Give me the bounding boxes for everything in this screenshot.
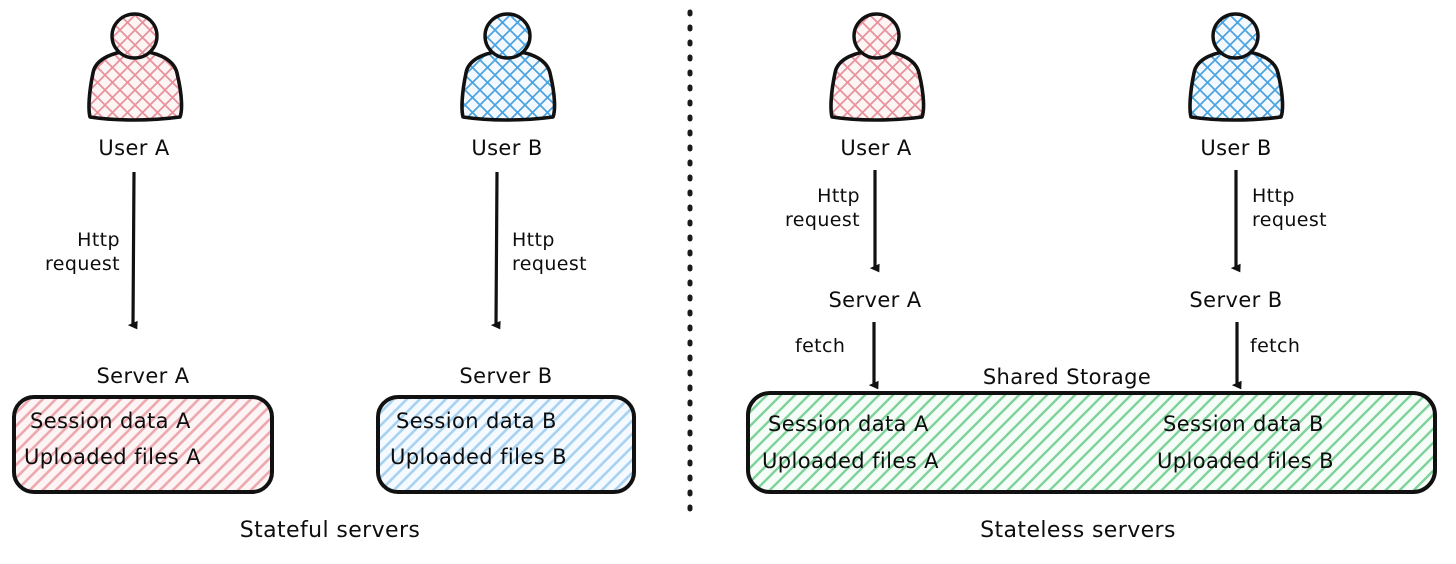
person-icon-user-a-right bbox=[829, 12, 926, 122]
edge-label-line2: request bbox=[784, 209, 860, 232]
person-icon-user-a-left bbox=[87, 12, 184, 122]
shared-storage-a-line1: Session data A bbox=[768, 412, 929, 436]
edge-label-http-request-a-right: Http request bbox=[742, 184, 860, 233]
server-a-box-line2: Uploaded files A bbox=[24, 445, 201, 469]
caption-stateful-servers: Stateful servers bbox=[239, 518, 421, 543]
edge-label-line2: request bbox=[44, 253, 120, 276]
edge-label-line1: Http bbox=[1252, 185, 1295, 207]
edge-label-line1: Http bbox=[77, 229, 120, 251]
shared-storage-box bbox=[746, 391, 1437, 494]
arrow-user-b-to-server-b bbox=[490, 171, 501, 330]
person-icon-user-b-right bbox=[1188, 12, 1285, 122]
edge-label-http-request-b-right: Http request bbox=[1252, 184, 1370, 233]
label-server-b-right: Server B bbox=[1189, 288, 1283, 312]
arrow-user-a-to-server-a bbox=[127, 171, 138, 330]
server-b-box-line1: Session data B bbox=[396, 409, 557, 433]
caption-stateless-servers: Stateless servers bbox=[980, 518, 1176, 543]
person-icon-user-b-left bbox=[460, 12, 557, 122]
server-a-box-line1: Session data A bbox=[30, 409, 191, 433]
shared-storage-b-line2: Uploaded files B bbox=[1157, 449, 1334, 473]
edge-label-line1: Http bbox=[512, 229, 555, 251]
label-server-a-left: Server A bbox=[96, 364, 190, 388]
shared-storage-a-line2: Uploaded files A bbox=[762, 449, 939, 473]
edge-label-line1: Http bbox=[817, 185, 860, 207]
server-a-storage-box bbox=[12, 395, 274, 494]
server-b-storage-box bbox=[376, 395, 636, 494]
edge-label-fetch-a: fetch bbox=[795, 335, 846, 357]
edge-label-fetch-b: fetch bbox=[1250, 335, 1301, 357]
server-b-box-line2: Uploaded files B bbox=[390, 445, 567, 469]
shared-storage-b-line1: Session data B bbox=[1163, 412, 1324, 436]
edge-label-http-request-b-left: Http request bbox=[512, 228, 622, 277]
label-user-b-right: User B bbox=[1200, 136, 1272, 160]
edge-label-http-request-a-left: Http request bbox=[10, 228, 120, 277]
edge-label-line2: request bbox=[1252, 209, 1328, 232]
edge-label-line2: request bbox=[512, 253, 588, 276]
label-user-b-left: User B bbox=[471, 136, 543, 160]
label-user-a-right: User A bbox=[840, 136, 912, 160]
label-user-a-left: User A bbox=[98, 136, 170, 160]
label-shared-storage: Shared Storage bbox=[982, 365, 1152, 389]
label-server-b-left: Server B bbox=[459, 364, 553, 388]
label-server-a-right: Server A bbox=[828, 288, 922, 312]
